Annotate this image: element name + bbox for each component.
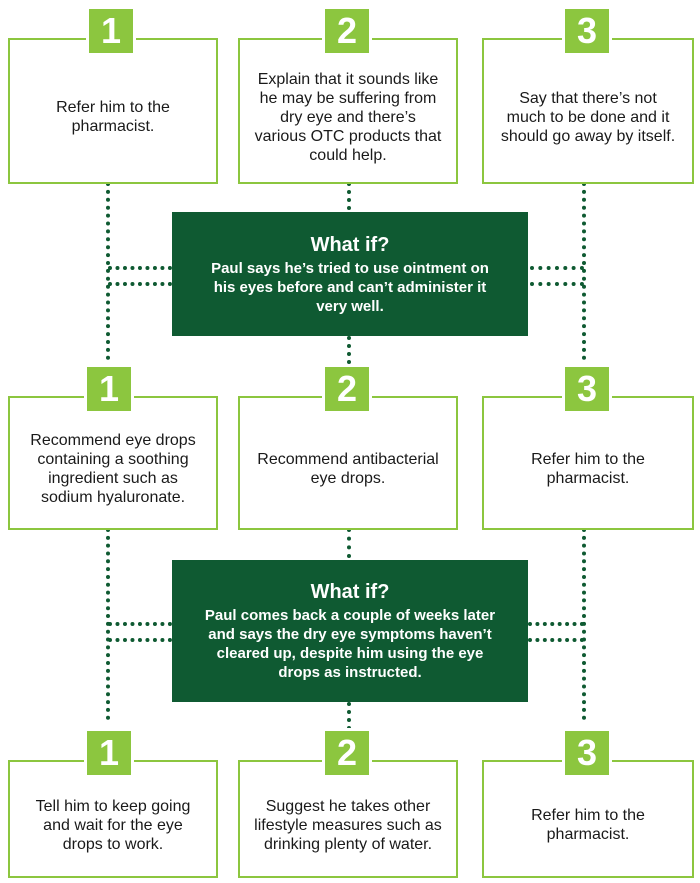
what-if-box-1: What if? Paul says he’s tried to use oin… xyxy=(172,212,528,336)
what-if-box-2: What if? Paul comes back a couple of wee… xyxy=(172,560,528,702)
option-number-badge-row1-2: 2 xyxy=(322,6,372,56)
option-box-row1-2: Explain that it sounds like he may be su… xyxy=(238,38,458,184)
connector-whatif2-right-lower xyxy=(528,638,584,642)
connector-whatif1-left-upper xyxy=(108,266,172,270)
option-text: Recommend antibacterial eye drops. xyxy=(257,451,439,487)
option-text: Tell him to keep going and wait for the … xyxy=(35,797,191,853)
what-if-title: What if? xyxy=(310,581,390,603)
connector-row2-col2-down xyxy=(347,528,351,558)
connector-whatif1-right-lower xyxy=(530,282,584,286)
connector-whatif1-down xyxy=(347,336,351,364)
option-box-row1-3: Say that there’s not much to be done and… xyxy=(482,38,694,184)
option-text: Refer him to the pharmacist. xyxy=(56,99,170,135)
option-text: Refer him to the pharmacist. xyxy=(531,807,645,843)
connector-whatif2-down xyxy=(347,702,351,730)
option-text: Explain that it sounds like he may be su… xyxy=(254,70,442,164)
option-number-badge-row3-1: 1 xyxy=(84,728,134,778)
connector-whatif2-left-lower xyxy=(108,638,172,642)
option-box-row3-3: Refer him to the pharmacist. xyxy=(482,760,694,878)
connector-row2-col3-down xyxy=(582,528,586,720)
option-number-badge-row3-3: 3 xyxy=(562,728,612,778)
option-number-badge-row1-3: 3 xyxy=(562,6,612,56)
connector-whatif1-left-lower xyxy=(108,282,172,286)
option-box-row3-1: Tell him to keep going and wait for the … xyxy=(8,760,218,878)
option-box-row2-1: Recommend eye drops containing a soothin… xyxy=(8,396,218,530)
option-box-row1-1: Refer him to the pharmacist. xyxy=(8,38,218,184)
option-box-row3-2: Suggest he takes other lifestyle measure… xyxy=(238,760,458,878)
option-text: Say that there’s not much to be done and… xyxy=(500,89,676,145)
option-box-row2-2: Recommend antibacterial eye drops. xyxy=(238,396,458,530)
connector-row1-col3-down xyxy=(582,182,586,360)
connector-row1-col1-down xyxy=(106,182,110,360)
option-number-badge-row2-2: 2 xyxy=(322,364,372,414)
option-text: Recommend eye drops containing a soothin… xyxy=(30,432,196,506)
connector-whatif2-right-upper xyxy=(528,622,584,626)
option-number-badge-row2-1: 1 xyxy=(84,364,134,414)
option-text: Refer him to the pharmacist. xyxy=(531,451,645,487)
what-if-text: Paul comes back a couple of weeks later … xyxy=(204,607,496,681)
option-text: Suggest he takes other lifestyle measure… xyxy=(254,797,442,853)
connector-row1-col2-down xyxy=(347,182,351,210)
what-if-title: What if? xyxy=(310,233,390,256)
option-box-row2-3: Refer him to the pharmacist. xyxy=(482,396,694,530)
option-number-badge-row3-2: 2 xyxy=(322,728,372,778)
connector-whatif1-right-upper xyxy=(530,266,584,270)
connector-whatif2-left-upper xyxy=(108,622,172,626)
option-number-badge-row2-3: 3 xyxy=(562,364,612,414)
what-if-text: Paul says he’s tried to use ointment on … xyxy=(211,259,489,315)
option-number-badge-row1-1: 1 xyxy=(86,6,136,56)
